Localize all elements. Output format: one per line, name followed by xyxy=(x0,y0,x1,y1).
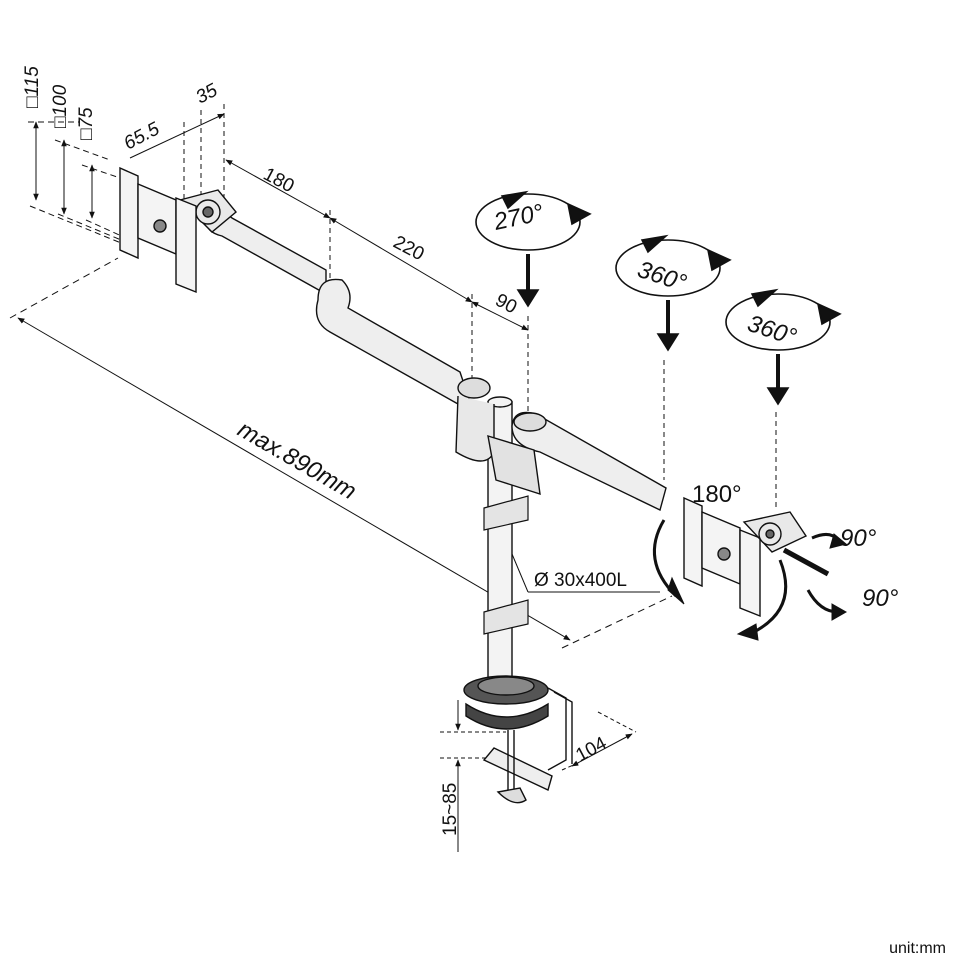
right-arm xyxy=(487,411,667,511)
left-vesa-plate xyxy=(119,166,197,294)
desk-clamp xyxy=(463,675,573,804)
unit-label: unit:mm xyxy=(889,940,946,957)
rotation-360-b-icon xyxy=(725,288,842,406)
pole-collar-upper xyxy=(483,495,529,531)
label-35: 35 xyxy=(192,80,221,109)
dimension-lines xyxy=(9,104,777,852)
label-max-890: max.890mm xyxy=(233,416,361,505)
label-104: 104 xyxy=(572,733,610,767)
rotation-180-icon xyxy=(652,519,788,641)
label-220: 220 xyxy=(390,232,428,265)
rotation-360-icon xyxy=(615,234,732,352)
rotation-270-icon xyxy=(475,190,592,308)
label-vesa-75: □75 xyxy=(76,107,97,140)
label-rot-360a: 360° xyxy=(634,256,690,297)
right-vesa-plate xyxy=(683,496,761,618)
label-rot-360b: 360° xyxy=(744,310,800,351)
left-tilt-joint xyxy=(178,189,237,233)
label-180: 180 xyxy=(260,164,298,197)
label-clamp-range: 15~85 xyxy=(440,783,461,836)
tilt-arrows-icon xyxy=(782,533,848,621)
right-tilt-joint xyxy=(742,511,808,553)
label-vesa-100: □100 xyxy=(50,84,71,128)
label-pole: Ø 30x400L xyxy=(534,570,627,591)
label-tilt-down: 90° xyxy=(862,585,899,612)
pole-collar-lower xyxy=(483,599,529,635)
label-rot-270: 270° xyxy=(491,199,547,236)
label-rot-180: 180° xyxy=(692,481,742,508)
label-65-5: 65.5 xyxy=(120,118,163,154)
label-vesa-115: □115 xyxy=(22,66,43,108)
label-tilt-up: 90° xyxy=(840,525,877,552)
left-arm xyxy=(205,209,495,462)
